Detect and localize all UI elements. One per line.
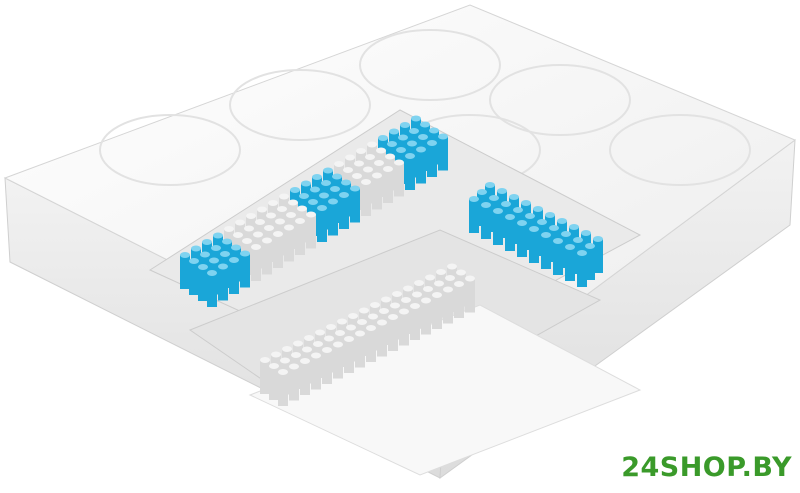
spring [541, 232, 551, 269]
spring [333, 341, 343, 379]
spring [339, 192, 349, 229]
spring [251, 244, 261, 281]
spring [366, 325, 376, 362]
spring [593, 236, 603, 273]
spring [269, 363, 279, 400]
spring [438, 133, 448, 171]
spring [355, 330, 365, 368]
spring [317, 205, 327, 242]
spring [421, 297, 431, 335]
spring [218, 263, 228, 301]
spring [198, 264, 208, 301]
spring [306, 211, 316, 249]
spring [383, 166, 393, 203]
spring [180, 252, 190, 289]
spring [469, 196, 479, 233]
spring [295, 218, 305, 255]
spring [443, 286, 453, 324]
spring [189, 258, 199, 295]
spring [481, 202, 491, 239]
spring [565, 244, 575, 281]
spring [427, 140, 437, 177]
spring [372, 172, 382, 210]
spring [322, 347, 332, 384]
spring [553, 238, 563, 275]
spring [350, 185, 360, 223]
spring [432, 292, 442, 329]
spring [454, 281, 464, 318]
spring [416, 146, 426, 184]
spring [405, 153, 415, 190]
spring [529, 226, 539, 263]
spring [262, 237, 272, 275]
spring [585, 243, 595, 280]
spring [207, 270, 217, 307]
spring [284, 224, 294, 262]
spring [517, 220, 527, 257]
spring [493, 208, 503, 245]
spring [260, 357, 270, 394]
spring [388, 314, 398, 351]
spring [377, 319, 387, 357]
spring [465, 275, 475, 313]
spring [311, 352, 321, 390]
spring [505, 214, 515, 251]
spring [394, 159, 404, 197]
spring [577, 250, 587, 287]
spring [361, 179, 371, 216]
spring [289, 363, 299, 401]
spring-units [180, 115, 603, 406]
spring [399, 308, 409, 346]
spring [300, 358, 310, 395]
spring [344, 336, 354, 373]
spring [240, 250, 250, 288]
spring [229, 257, 239, 294]
spring [273, 231, 283, 268]
spring [278, 369, 288, 406]
spring [410, 303, 420, 340]
watermark-logo: 24SHOP.BY [621, 452, 792, 483]
spring [328, 198, 338, 236]
